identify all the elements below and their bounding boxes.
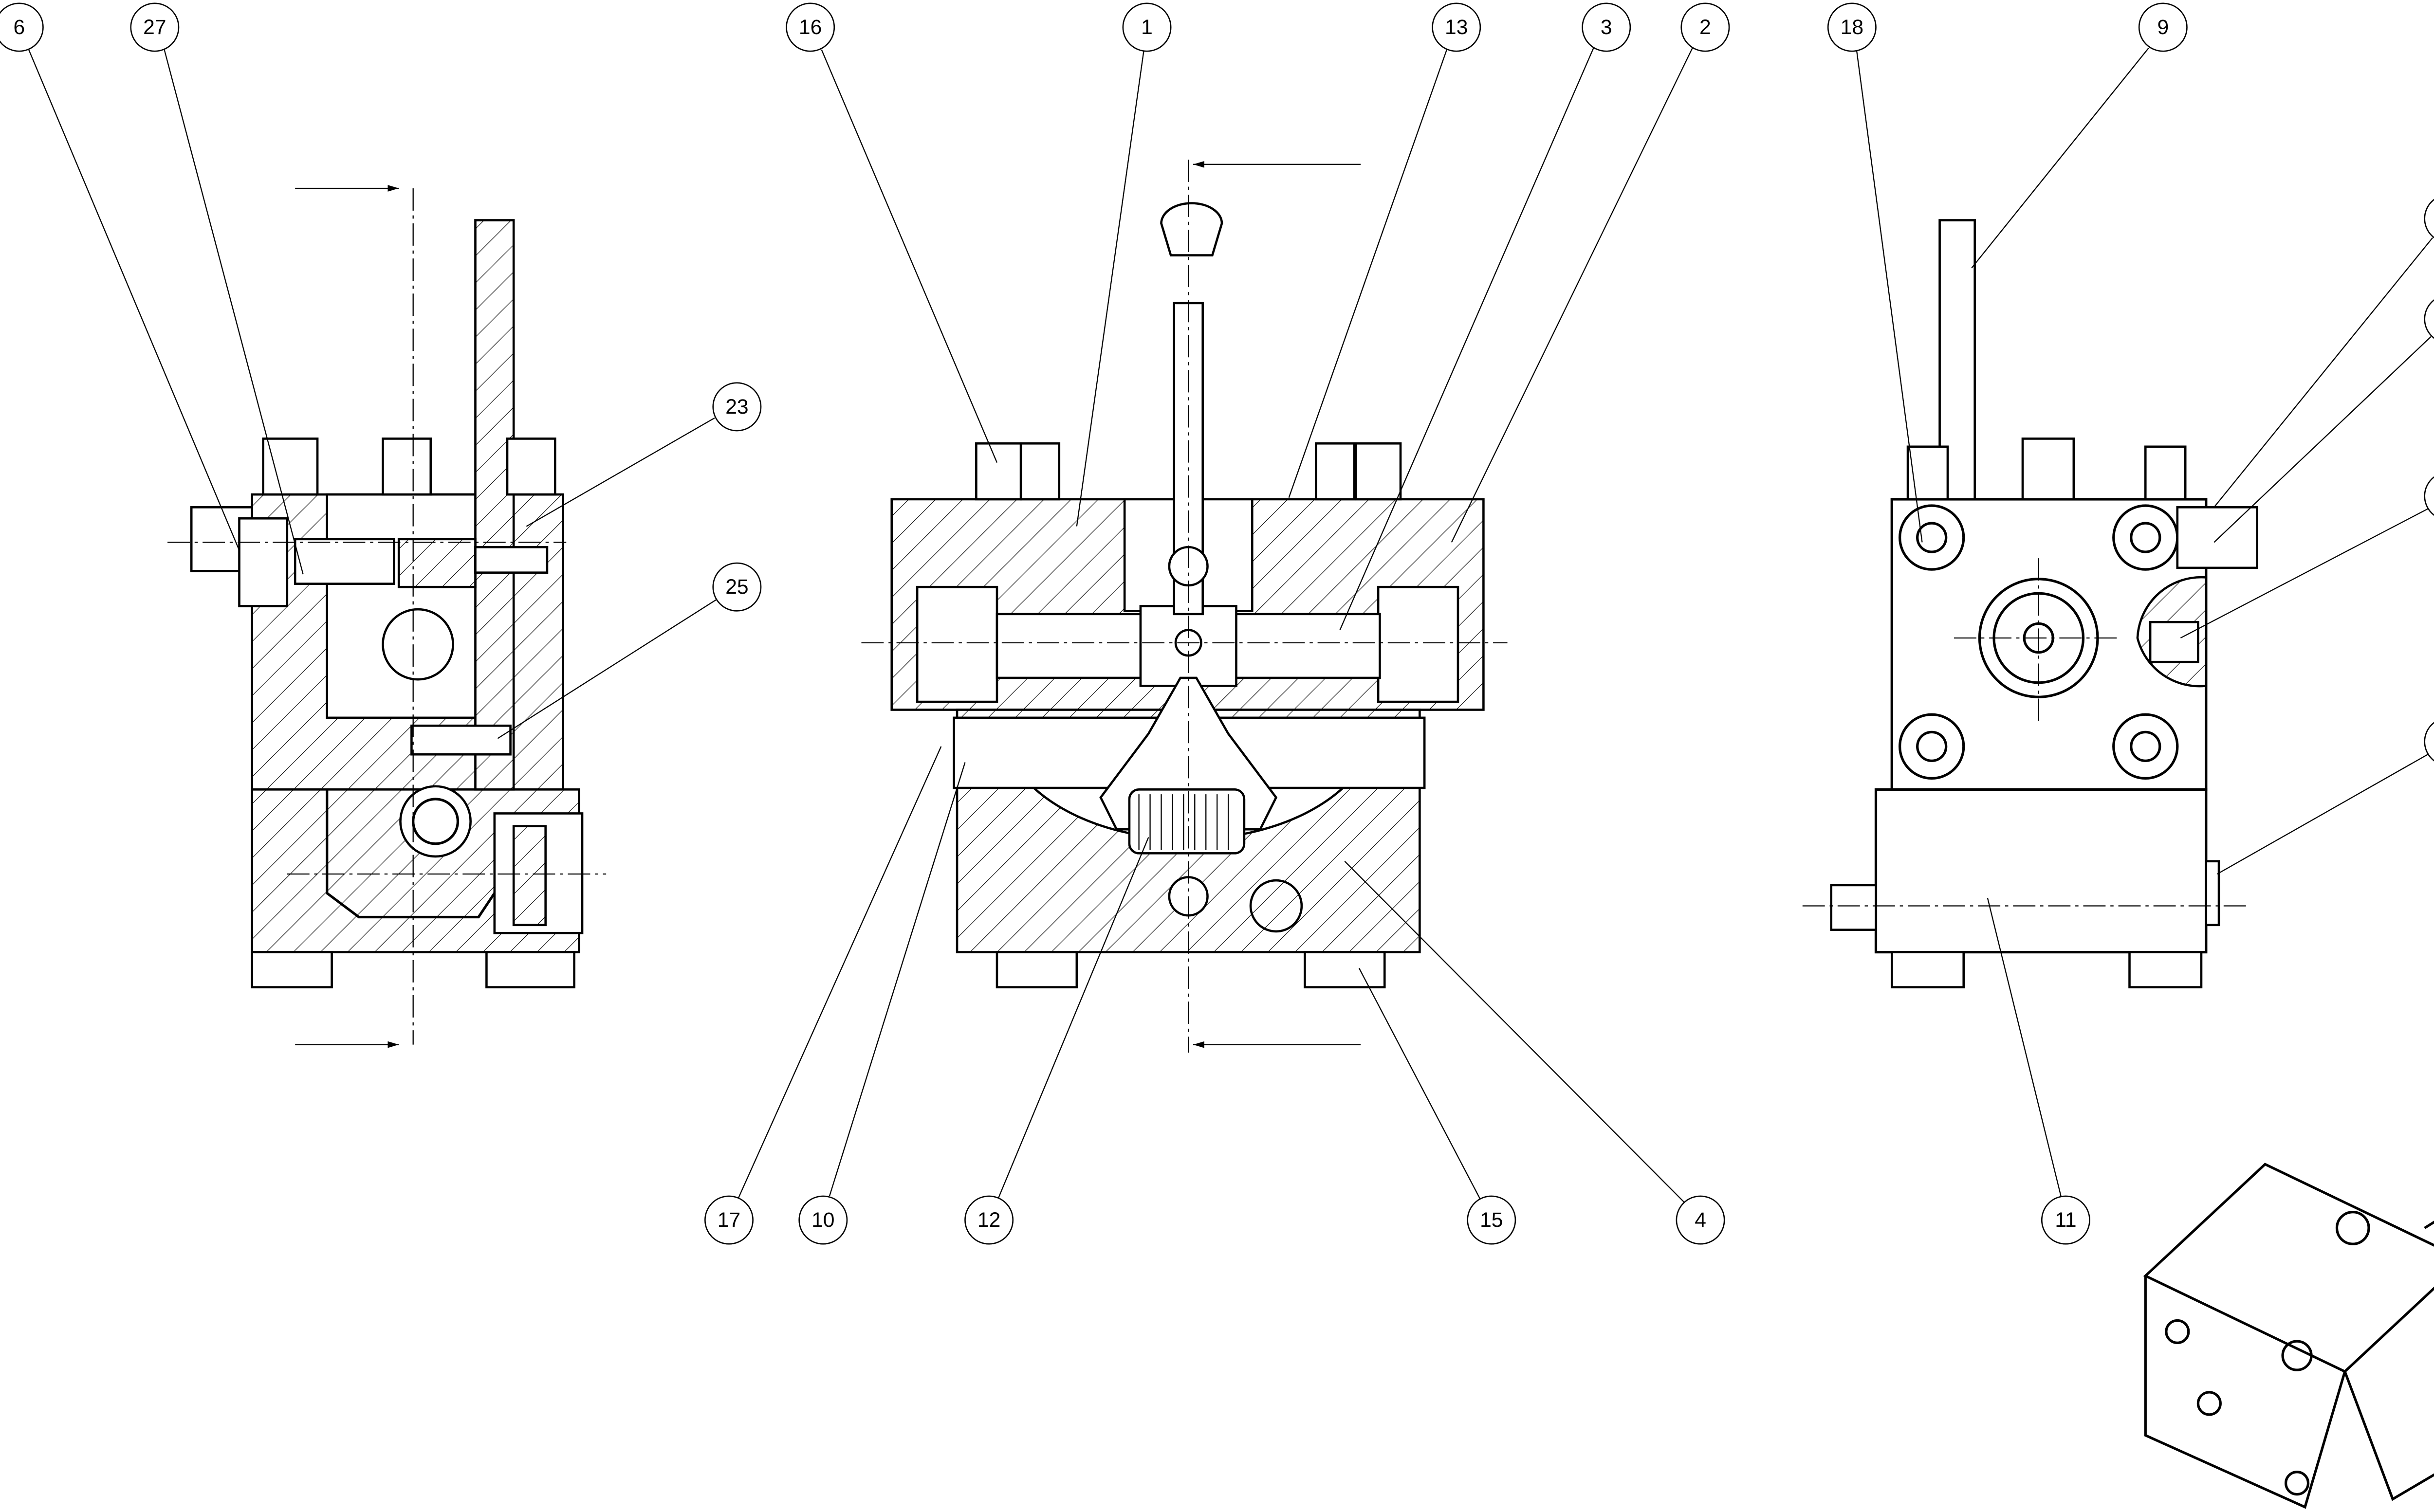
svg-text:2: 2 [1699, 16, 1711, 39]
svg-text:17: 17 [718, 1208, 740, 1232]
svg-text:18: 18 [1841, 16, 1863, 39]
balloon-2: 2 [1451, 2, 1730, 543]
svg-text:1: 1 [1141, 16, 1153, 39]
balloon-12: 12 [964, 837, 1149, 1245]
svg-text:9: 9 [2157, 16, 2169, 39]
front-section-view [861, 159, 1508, 1053]
spring [1138, 794, 1229, 850]
balloon-17: 17 [704, 746, 942, 1245]
balloon-27: 27 [130, 2, 304, 575]
balloon-11: 11 [1987, 897, 2090, 1245]
balloon-3: 3 [1339, 2, 1631, 631]
svg-text:16: 16 [799, 16, 822, 39]
balloon-25: 25 [497, 562, 762, 739]
svg-text:10: 10 [811, 1208, 834, 1232]
balloon-8: 8 [2213, 199, 2434, 508]
balloon-1: 1 [1076, 2, 1172, 527]
svg-text:3: 3 [1601, 16, 1612, 39]
svg-text:4: 4 [1695, 1208, 1706, 1232]
balloon-13: 13 [1288, 2, 1481, 498]
balloons: 6 27 16 1 13 3 2 18 9 8 28 14 21 23 25 1… [0, 2, 2434, 1245]
balloon-21: 21 [2217, 722, 2434, 874]
balloon-23: 23 [526, 382, 762, 527]
svg-text:25: 25 [725, 575, 748, 599]
svg-text:11: 11 [2055, 1208, 2076, 1232]
right-side-view [1802, 219, 2258, 988]
balloon-10: 10 [798, 762, 966, 1245]
balloon-6: 6 [0, 2, 240, 551]
svg-text:6: 6 [13, 16, 25, 39]
svg-text:13: 13 [1445, 16, 1468, 39]
balloon-9: 9 [1971, 2, 2188, 269]
left-section-view [167, 185, 607, 1048]
balloon-14: 14 [2180, 476, 2434, 639]
balloon-16: 16 [786, 2, 998, 463]
balloon-28: 28 [2213, 299, 2434, 543]
balloon-4: 4 [1344, 860, 1725, 1245]
svg-text:15: 15 [1480, 1208, 1503, 1232]
svg-text:12: 12 [977, 1208, 1000, 1232]
balloon-18: 18 [1827, 2, 1923, 543]
isometric-view [2143, 1163, 2434, 1509]
balloon-15: 15 [1358, 967, 1516, 1245]
svg-text:27: 27 [143, 16, 166, 39]
svg-text:23: 23 [725, 395, 748, 419]
